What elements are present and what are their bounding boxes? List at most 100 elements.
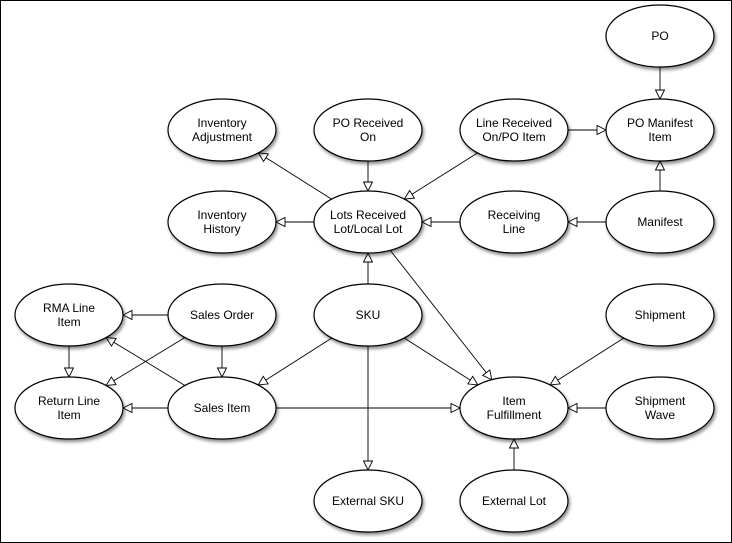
node-label-line: SKU (356, 308, 381, 322)
edge-receiving_line-to-lots_received (420, 216, 460, 228)
node-label-line: Line (503, 222, 526, 236)
node-label: External Lot (482, 494, 547, 508)
node-label: Sales Order (190, 308, 254, 322)
node-ellipse[interactable] (14, 283, 124, 347)
node-shipment[interactable]: Shipment (605, 283, 715, 347)
node-manifest[interactable]: Manifest (605, 190, 715, 254)
edge-po_received_on-to-lots_received (362, 161, 374, 193)
node-ellipse[interactable] (605, 190, 715, 254)
edge-sku-to-item_fulfillment (403, 337, 479, 386)
node-label-line: PO Manifest (627, 116, 694, 130)
node-ellipse[interactable] (313, 283, 423, 347)
node-ellipse[interactable] (605, 4, 715, 68)
node-ellipse[interactable] (167, 98, 277, 162)
node-label: SKU (356, 308, 381, 322)
node-label-line: Fulfillment (487, 408, 542, 422)
node-label-line: Sales Item (194, 401, 251, 415)
node-ellipse[interactable] (459, 190, 569, 254)
arrowhead-icon (467, 375, 479, 386)
edge-line_received_on-to-lots_received (403, 152, 478, 200)
node-label-line: Item (57, 408, 80, 422)
node-label: Sales Item (194, 401, 251, 415)
node-sales-order[interactable]: Sales Order (167, 283, 277, 347)
node-label-line: Lot/Local Lot (334, 222, 403, 236)
node-label-line: Adjustment (192, 130, 253, 144)
node-label: Manifest (637, 215, 683, 229)
node-ellipse[interactable] (459, 98, 569, 162)
node-ellipse[interactable] (167, 376, 277, 440)
edge-sales_order-to-sales_item (216, 346, 228, 379)
edge-shipment_wave-to-item_fulfillment (566, 402, 606, 414)
node-label-line: Shipment (635, 308, 686, 322)
node-ellipse[interactable] (313, 469, 423, 533)
edge-lots_received-to-inventory_history (274, 216, 314, 228)
node-ellipse[interactable] (313, 98, 423, 162)
node-label-line: Return Line (38, 394, 100, 408)
node-label-line: Item (502, 394, 525, 408)
edge-line (113, 337, 186, 382)
node-ellipse[interactable] (313, 190, 423, 254)
edge-external_lot-to-item_fulfillment (508, 437, 520, 470)
arrowhead-icon (362, 181, 374, 193)
node-label-line: Line Received (476, 116, 552, 130)
arrowhead-icon (105, 337, 117, 347)
node-label-line: On/PO Item (482, 130, 545, 144)
node-label-line: Item (57, 315, 80, 329)
arrowhead-icon (121, 402, 133, 414)
arrowhead-icon (450, 402, 462, 414)
node-label-line: RMA Line (43, 301, 95, 315)
node-external-sku[interactable]: External SKU (313, 469, 423, 533)
node-ellipse[interactable] (167, 283, 277, 347)
node-label-line: External Lot (482, 494, 547, 508)
node-ellipse[interactable] (605, 283, 715, 347)
arrowhead-icon (105, 376, 117, 386)
node-label-line: Inventory (197, 116, 246, 130)
edge-sales_order-to-rma_line_item (121, 309, 168, 321)
node-ellipse[interactable] (459, 469, 569, 533)
node-sales-item[interactable]: Sales Item (167, 376, 277, 440)
node-ellipse[interactable] (605, 98, 715, 162)
node-sku[interactable]: SKU (313, 283, 423, 347)
node-label-line: PO (651, 29, 668, 43)
arrowhead-icon (596, 124, 608, 136)
node-external-lot[interactable]: External Lot (459, 469, 569, 533)
edge-sku-to-external_sku (362, 346, 374, 472)
node-label-line: Item (648, 130, 671, 144)
node-ellipse[interactable] (167, 190, 277, 254)
arrowhead-icon (420, 216, 432, 228)
node-po[interactable]: PO (605, 4, 715, 68)
edge-sales_item-to-rma_line_item (105, 337, 186, 386)
node-ellipse[interactable] (459, 376, 569, 440)
edge-sales_item-to-return_line_item (121, 402, 168, 414)
arrowhead-icon (362, 251, 374, 263)
edge-rma_line_item-to-return_line_item (63, 346, 75, 379)
arrowhead-icon (403, 189, 416, 200)
node-label-line: Sales Order (190, 308, 254, 322)
node-ellipse[interactable] (605, 376, 715, 440)
node-label-line: PO Received (333, 116, 404, 130)
node-label-line: Manifest (637, 215, 683, 229)
arrowhead-icon (654, 159, 666, 171)
node-ellipse[interactable] (14, 376, 124, 440)
